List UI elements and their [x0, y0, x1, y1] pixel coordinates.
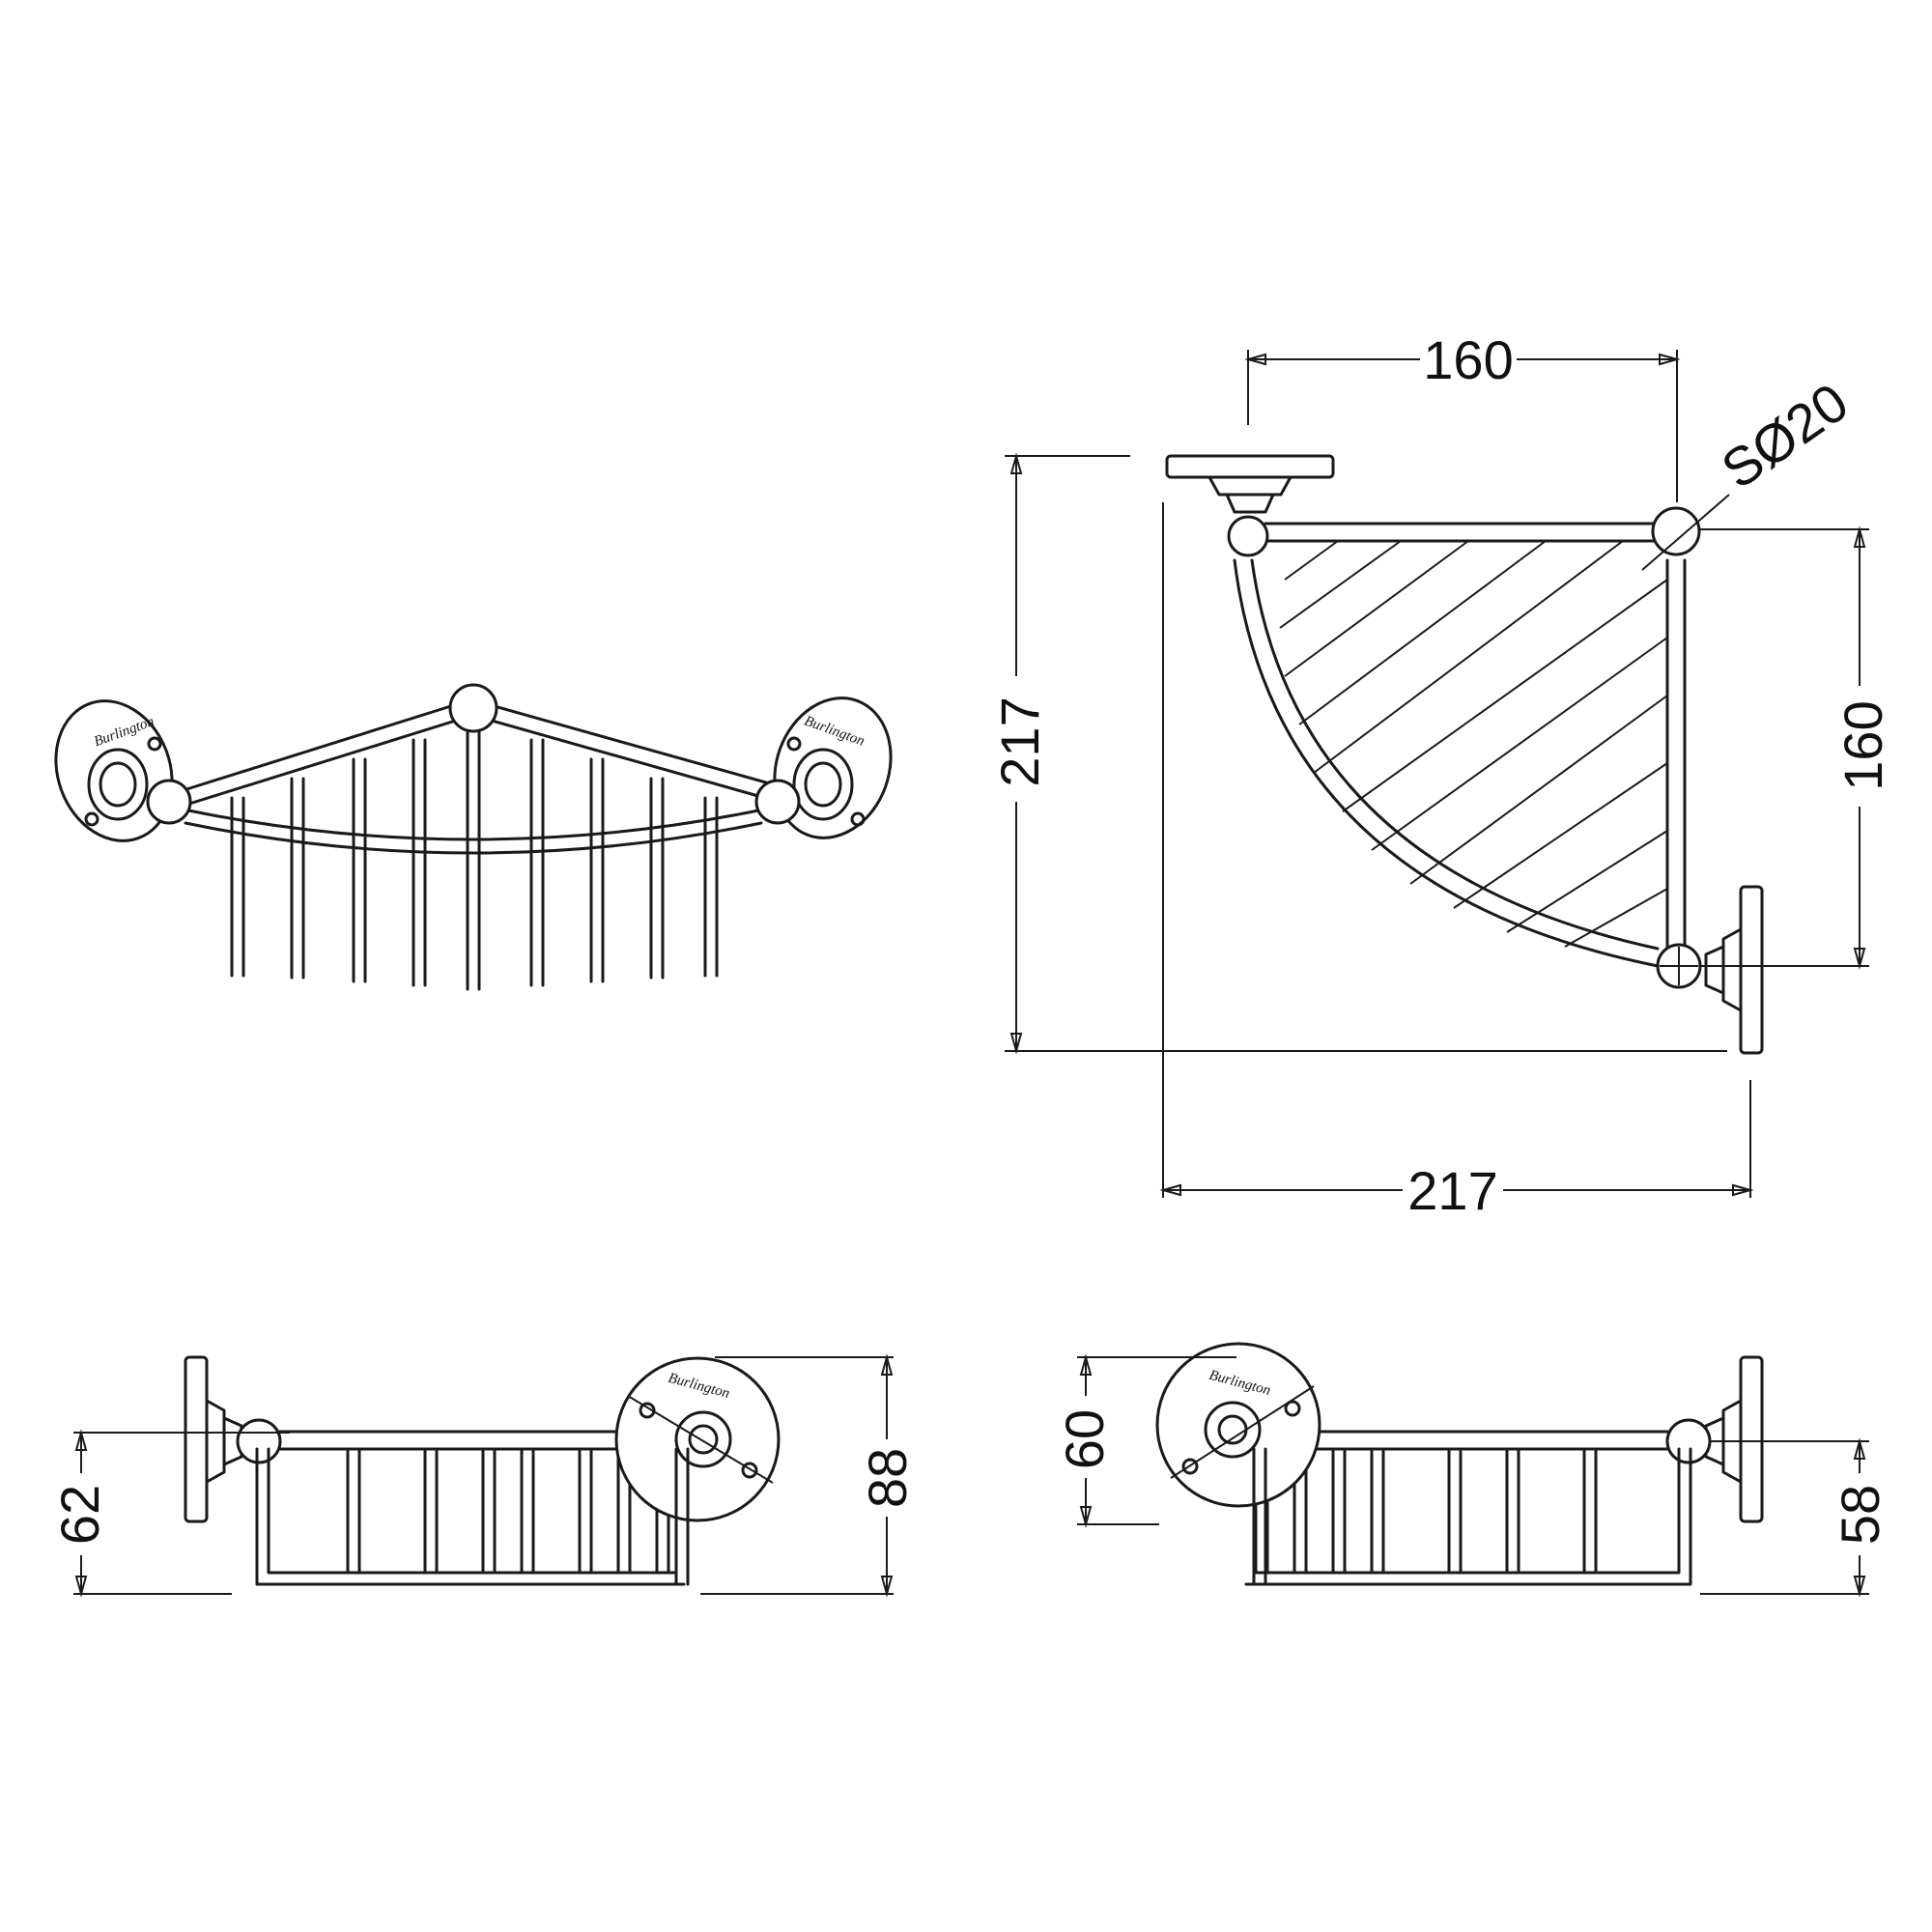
plan-view: SØ20 160 217 160 217	[989, 329, 1893, 1221]
dimension-top-width: 160	[1423, 329, 1513, 390]
dimension-sphere-diameter: SØ20	[1711, 371, 1859, 500]
dimension-left-height: 62	[49, 1485, 110, 1545]
dimension-left-total: 88	[857, 1448, 918, 1508]
dimension-right-height: 60	[1054, 1409, 1115, 1469]
elevation-right-view: Burlington 60 58	[1054, 1342, 1890, 1598]
dimension-right-total: 58	[1830, 1485, 1890, 1545]
left-wall-rosette: Burlington	[54, 699, 174, 842]
dimension-overall-height: 217	[989, 696, 1050, 786]
right-wall-rosette: Burlington	[773, 696, 893, 839]
perspective-view: Burlington Burlington	[54, 683, 893, 991]
elevation-left-view: Burlington 62 88	[49, 1353, 918, 1598]
dimension-right-depth: 160	[1833, 700, 1893, 790]
dimension-overall-width: 217	[1407, 1160, 1497, 1221]
